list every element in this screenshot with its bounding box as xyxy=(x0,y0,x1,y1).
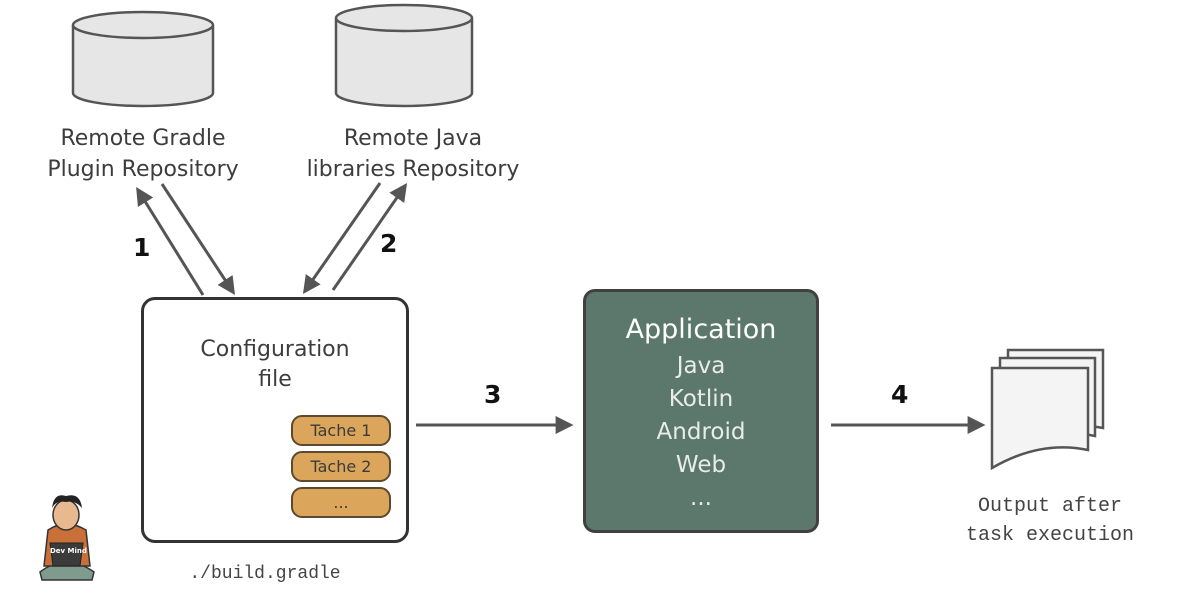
step-3-label: 3 xyxy=(484,380,502,409)
gradle-repository-cylinder-icon xyxy=(71,10,215,108)
arrow-java-repo-to-config xyxy=(302,182,382,294)
arrow-config-to-java-repo xyxy=(331,183,408,291)
configuration-file-title: Configuration file xyxy=(144,335,406,395)
task-item: Tache 2 xyxy=(291,451,391,482)
configuration-title-line1: Configuration xyxy=(200,337,350,362)
application-languages: Java Kotlin Android Web ... xyxy=(586,350,816,515)
task-item: Tache 1 xyxy=(291,415,391,446)
step-1-label: 1 xyxy=(133,233,151,262)
language-item: Android xyxy=(656,419,746,445)
arrow-config-to-gradle-repo xyxy=(136,186,205,296)
output-label: Output after task execution xyxy=(940,492,1160,550)
gradle-repository-label-line2: Plugin Repository xyxy=(47,157,239,182)
task-item: ... xyxy=(291,487,391,518)
application-box: Application Java Kotlin Android Web ... xyxy=(583,289,819,533)
java-repository-cylinder-icon xyxy=(334,3,474,108)
step-4-label: 4 xyxy=(891,380,909,409)
java-repository-label-line1: Remote Java xyxy=(343,126,483,151)
application-title: Application xyxy=(625,314,777,345)
gradle-repository-label-line1: Remote Gradle xyxy=(60,126,226,151)
gradle-repository-label: Remote Gradle Plugin Repository xyxy=(43,123,243,185)
language-item: Web xyxy=(675,452,727,478)
dev-mind-mascot-icon xyxy=(39,495,95,581)
mascot-badge-text: Dev Mind xyxy=(50,547,87,555)
configuration-file-box: Configuration file Tache 1 Tache 2 ... xyxy=(141,297,409,543)
output-documents-icon xyxy=(990,348,1105,471)
step-2-label: 2 xyxy=(380,229,398,258)
configuration-title-line2: file xyxy=(258,367,292,392)
language-item: Kotlin xyxy=(668,386,734,412)
language-item: ... xyxy=(690,485,712,511)
java-repository-label-line2: libraries Repository xyxy=(306,157,520,182)
arrow-gradle-repo-to-config xyxy=(160,183,235,296)
build-gradle-filename: ./build.gradle xyxy=(189,564,341,584)
language-item: Java xyxy=(676,353,726,379)
java-repository-label: Remote Java libraries Repository xyxy=(300,123,526,185)
output-label-line1: Output after xyxy=(977,495,1123,518)
output-label-line2: task execution xyxy=(965,524,1135,547)
